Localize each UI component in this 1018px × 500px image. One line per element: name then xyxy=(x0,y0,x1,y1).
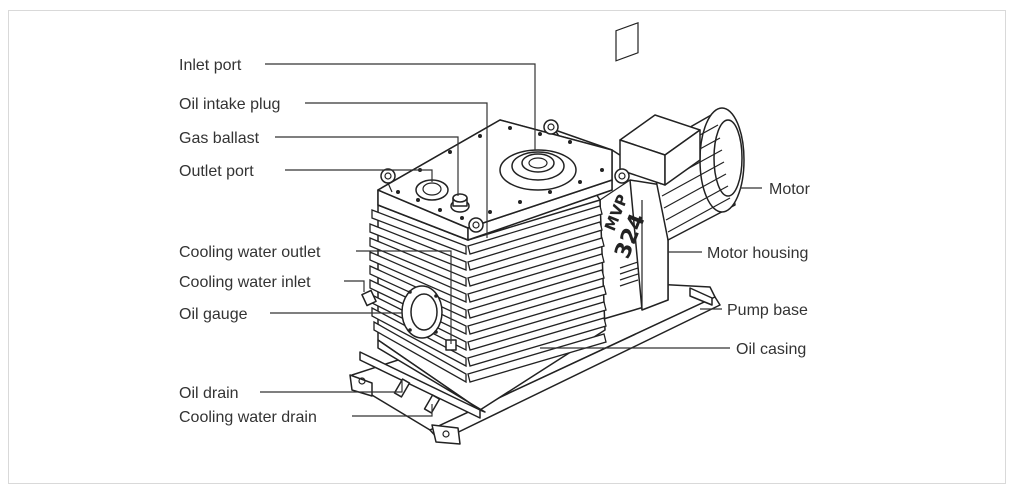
label-cooling-water-inlet: Cooling water inlet xyxy=(179,274,311,291)
label-motor-housing: Motor housing xyxy=(707,245,808,262)
leader-lines xyxy=(260,63,762,417)
leader-oil-intake-plug xyxy=(305,102,488,238)
label-oil-intake-plug: Oil intake plug xyxy=(179,96,280,113)
label-oil-casing: Oil casing xyxy=(736,341,806,358)
label-inlet-port: Inlet port xyxy=(179,57,242,74)
lifting-eye-left xyxy=(380,168,396,193)
lifting-eye-back xyxy=(543,119,559,135)
leader-gas-ballast xyxy=(275,136,459,196)
leader-cooling-water-drain xyxy=(352,404,433,417)
label-pump-base: Pump base xyxy=(727,302,808,319)
leader-outlet-port xyxy=(285,169,433,182)
oil-casing-shape xyxy=(359,199,607,419)
top-plate-shape xyxy=(377,119,630,241)
leader-oil-drain xyxy=(260,380,403,393)
label-cooling-water-outlet: Cooling water outlet xyxy=(179,244,321,261)
motor-housing-shape xyxy=(554,129,669,321)
callout-labels: Inlet port Oil intake plug Gas ballast O… xyxy=(179,57,811,426)
label-motor: Motor xyxy=(769,181,811,198)
leader-inlet-port xyxy=(265,63,536,150)
label-cooling-water-drain: Cooling water drain xyxy=(179,409,317,426)
label-gas-ballast: Gas ballast xyxy=(179,130,260,147)
leader-cooling-water-outlet xyxy=(356,250,452,344)
gas-ballast-shape xyxy=(450,193,470,213)
label-oil-drain: Oil drain xyxy=(179,385,239,402)
lifting-eye-front xyxy=(468,217,484,233)
lifting-eye-right xyxy=(614,168,630,184)
oil-gauge-shape xyxy=(401,285,443,339)
outlet-port-shape xyxy=(415,179,449,201)
label-oil-gauge: Oil gauge xyxy=(179,306,248,323)
inlet-port-shape xyxy=(499,149,577,191)
leader-cooling-water-inlet xyxy=(344,280,365,292)
pump-illustration: MVP 324 xyxy=(349,21,745,445)
motor-shape xyxy=(619,107,745,241)
label-outlet-port: Outlet port xyxy=(179,163,254,180)
